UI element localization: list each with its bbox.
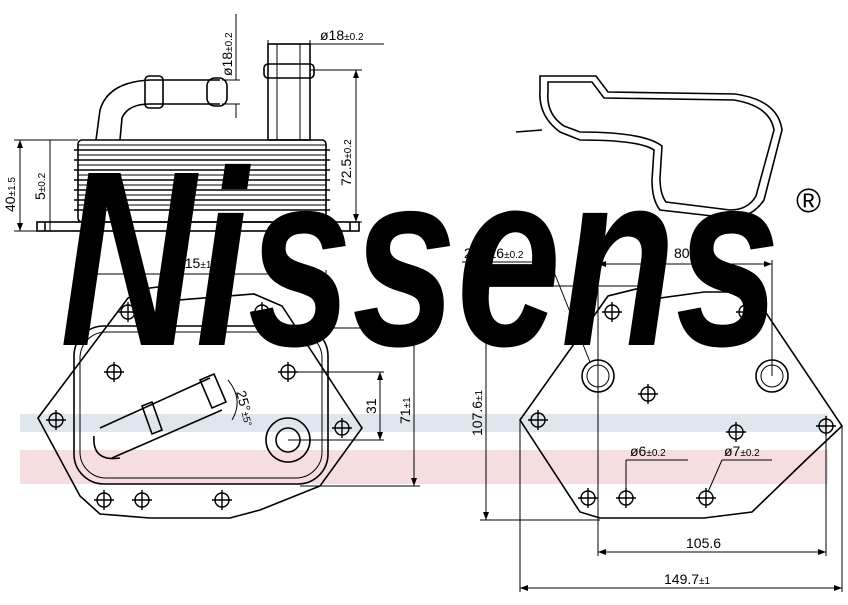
side-view-arrows xyxy=(17,70,359,231)
dim-height-front: 71±1 xyxy=(397,397,413,424)
watermark: Nissens ® xyxy=(20,119,828,484)
front-view-arrows xyxy=(76,271,417,486)
front-plate-outline xyxy=(37,285,363,519)
dim-port-holes: 2−ø16±0.2 xyxy=(464,245,524,261)
dim-total-width: 149.7±1 xyxy=(664,571,711,587)
dim-hole-large: ø7±0.2 xyxy=(724,443,760,459)
bottom-view-bolt-holes xyxy=(528,302,836,508)
gasket xyxy=(515,75,783,219)
dim-angle: 25°±5° xyxy=(233,389,258,428)
bottom-view-labels: 2−ø16±0.2 80 107.6±1 ø6±0.2 ø7±0.2 105.6… xyxy=(464,245,760,587)
dim-inner-width: 105.6 xyxy=(686,535,721,551)
cooler-core xyxy=(73,325,329,485)
bottom-view-arrows xyxy=(483,261,842,591)
dim-inlet-diameter: ø18±0.2 xyxy=(320,27,364,43)
dim-height-body: 40±1.5 xyxy=(2,177,18,212)
watermark-brand-text: Nissens xyxy=(60,119,780,398)
bottom-view-dimensions xyxy=(462,260,843,592)
dim-width-front: 115±1 xyxy=(178,255,212,271)
bolt-hole xyxy=(252,302,272,322)
watermark-registered-mark: ® xyxy=(796,182,821,220)
dim-base-thickness: 5±0.2 xyxy=(32,172,48,200)
front-view xyxy=(37,285,363,519)
front-view-labels: 115±1 25°±5° 31 71±1 xyxy=(178,255,413,428)
bolt-hole xyxy=(578,488,598,508)
bolt-hole xyxy=(118,302,138,322)
bolt-hole xyxy=(132,490,152,510)
angled-pipe xyxy=(93,372,228,460)
bolt-hole xyxy=(638,384,658,404)
dim-outlet-diameter: ø18±0.2 xyxy=(219,32,235,76)
bolt-hole xyxy=(46,410,66,430)
dim-port-spacing: 80 xyxy=(674,245,690,261)
bolt-hole xyxy=(736,302,756,322)
watermark-blue-band xyxy=(20,414,828,432)
watermark-red-band xyxy=(20,450,828,484)
dim-hole-small: ø6±0.2 xyxy=(630,443,666,459)
side-view-labels: ø18±0.2 ø18±0.2 72.5±0.2 40±1.5 5±0.2 xyxy=(2,27,364,212)
bolt-hole xyxy=(696,488,716,508)
dim-depth: 107.6±1 xyxy=(469,389,485,436)
bolt-hole xyxy=(726,422,746,442)
front-view-bolt-holes xyxy=(46,302,352,510)
bent-pipe xyxy=(95,75,228,141)
bolt-hole xyxy=(104,362,124,382)
side-view-dimensions xyxy=(14,14,384,232)
dim-offset: 31 xyxy=(363,398,379,414)
side-view xyxy=(36,43,360,232)
bolt-hole xyxy=(94,490,114,510)
bolt-hole xyxy=(602,302,622,322)
bolt-hole xyxy=(212,490,232,510)
front-view-dimensions xyxy=(75,270,420,487)
bolt-hole xyxy=(528,410,548,430)
bolt-hole xyxy=(332,418,352,438)
cooler-body xyxy=(74,139,330,223)
dim-height-total: 72.5±0.2 xyxy=(338,139,354,186)
